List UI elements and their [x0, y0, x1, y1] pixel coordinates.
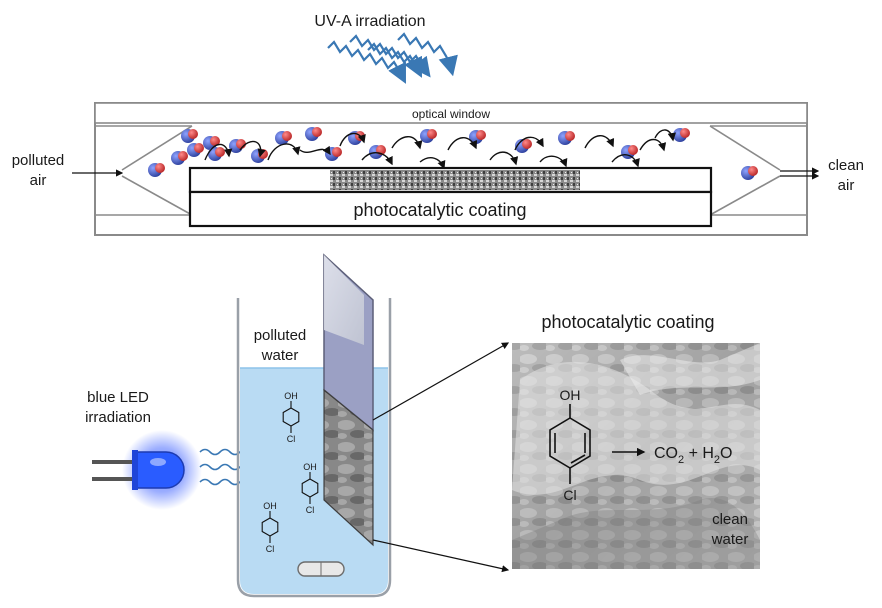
zoom-line-bottom — [372, 539, 510, 573]
pollutant-molecule-icon — [187, 143, 204, 157]
small-oh-label: OH — [303, 462, 317, 472]
product-plus-h: + H — [684, 445, 714, 462]
pollutant-molecule-icon — [558, 131, 575, 145]
flow-curl-arrows — [204, 129, 676, 170]
small-oh-label: OH — [284, 391, 298, 401]
small-cl-label: Cl — [287, 434, 296, 444]
reactor-funnels — [95, 125, 807, 216]
curl-arrow-icon — [267, 143, 301, 161]
curl-arrow-icon — [584, 135, 615, 149]
curl-arrow-icon — [239, 140, 266, 158]
curl-arrow-icon — [447, 137, 478, 151]
product-sub-2b: 2 — [714, 454, 720, 466]
clean-air-label-2: air — [838, 177, 855, 194]
pollutant-molecule-icon — [420, 129, 437, 143]
air-reactor: UV-A irradiation optical window photoca — [12, 13, 864, 236]
product-co: CO — [654, 445, 678, 462]
curl-arrow-icon — [639, 138, 667, 152]
pollutant-molecule-icon — [305, 127, 322, 141]
polluted-water-label-2: water — [261, 347, 299, 364]
blue-led-label-2: irradiation — [85, 409, 151, 426]
curl-arrow-icon — [361, 152, 393, 166]
clean-water-label-1: clean — [712, 511, 748, 528]
molecule-oh-label: OH — [560, 387, 581, 403]
small-chlorophenol-icon: OH Cl — [261, 501, 279, 554]
sem-image — [512, 343, 760, 569]
pollutant-molecule-icon — [171, 151, 188, 165]
curl-arrow-icon — [299, 145, 331, 156]
small-cl-label: Cl — [266, 544, 275, 554]
uv-arrows-icon — [327, 32, 458, 84]
pollutant-molecule-icon — [741, 166, 758, 180]
blue-led-label-1: blue LED — [87, 389, 149, 406]
clean-air-label-1: clean — [828, 157, 864, 174]
coating-sem-strip — [330, 170, 580, 190]
optical-window — [94, 102, 808, 124]
polluted-water-label-1: polluted — [254, 327, 307, 344]
photocatalytic-coating-label: photocatalytic coating — [353, 200, 526, 220]
product-sub-2a: 2 — [678, 454, 684, 466]
curl-arrow-icon — [539, 155, 568, 168]
pollutant-molecule-icon — [275, 131, 292, 145]
pollutant-molecule-icon — [148, 163, 165, 177]
curl-arrow-icon — [391, 136, 423, 150]
pollutant-molecule-icon — [181, 129, 198, 143]
curl-arrow-icon — [419, 157, 446, 170]
coated-plate — [323, 253, 374, 547]
coating-substrate — [188, 190, 713, 228]
reaction-products: CO2 + H2O — [654, 445, 733, 466]
curl-arrow-icon — [654, 129, 676, 142]
small-chlorophenol-icon: OH Cl — [282, 391, 300, 444]
curl-arrow-icon — [339, 132, 366, 147]
pollutant-molecule-icon — [621, 145, 638, 159]
water-test: blue LED irradiation polluted water — [85, 253, 760, 598]
curl-arrow-icon — [489, 151, 519, 166]
small-chlorophenol-icon: OH Cl — [301, 462, 319, 515]
molecule-cl-label: Cl — [563, 487, 576, 503]
polluted-air-label-2: air — [30, 172, 47, 189]
pollutant-molecule-icon — [673, 128, 690, 142]
blue-led-icon — [92, 430, 202, 510]
curl-arrow-icon — [514, 136, 544, 151]
small-cl-label: Cl — [306, 505, 315, 515]
uv-irradiation-label: UV-A irradiation — [314, 13, 425, 30]
pollutant-molecule-icon — [515, 139, 532, 153]
optical-window-label: optical window — [412, 107, 490, 121]
outlet-arrow-icon — [780, 167, 820, 180]
chlorophenol-structure — [549, 404, 591, 484]
curl-arrow-icon — [204, 143, 233, 161]
pollutant-molecule-icon — [208, 147, 225, 161]
pollutant-molecules — [148, 127, 758, 180]
zoom-line-top — [372, 342, 510, 421]
product-o: O — [720, 445, 732, 462]
small-oh-label: OH — [263, 501, 277, 511]
zoom-title: photocatalytic coating — [541, 312, 714, 332]
curl-arrow-icon — [611, 154, 640, 168]
clean-water-label-2: water — [711, 531, 749, 548]
stir-bar-icon — [297, 561, 345, 577]
polluted-air-label-1: polluted — [12, 152, 65, 169]
